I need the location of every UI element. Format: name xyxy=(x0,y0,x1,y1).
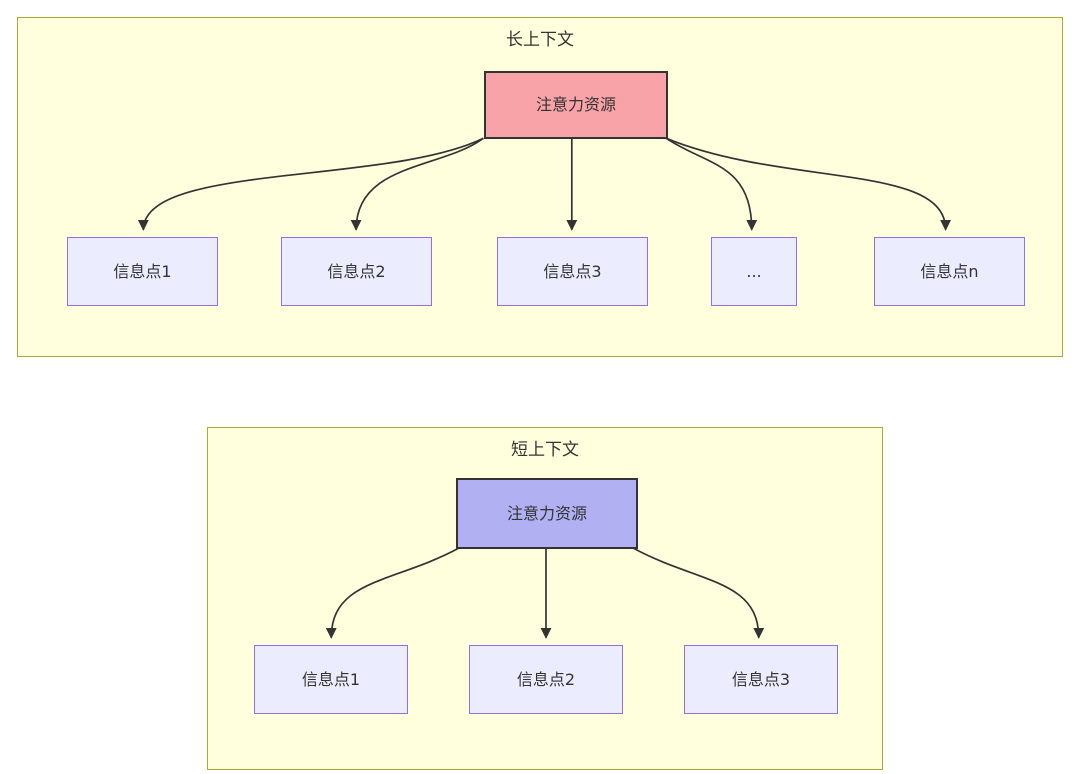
info-node-short-2: 信息点2 xyxy=(469,645,623,714)
arrow-attention-to-info1 xyxy=(325,547,459,639)
arrow-attention-to-info5 xyxy=(665,137,952,231)
panel-long-context-title: 长上下文 xyxy=(506,30,574,50)
panel-short-context-title: 短上下文 xyxy=(511,440,579,460)
info-node-long-ellipsis: ... xyxy=(711,237,797,306)
attention-node-short: 注意力资源 xyxy=(456,478,638,549)
info-node-short-1: 信息点1 xyxy=(254,645,408,714)
info-node-long-3: 信息点3 xyxy=(497,237,648,306)
info-node-long-n: 信息点n xyxy=(874,237,1025,306)
arrow-attention-to-info3 xyxy=(633,547,765,639)
arrow-attention-to-info1 xyxy=(137,137,484,231)
arrow-attention-to-info2 xyxy=(350,137,484,231)
panel-long-context: 长上下文 注意力资源 信息点1 信息点2 信息点3 ... 信息点n xyxy=(17,17,1063,357)
arrow-attention-to-info4 xyxy=(665,137,758,231)
info-node-long-2: 信息点2 xyxy=(281,237,432,306)
info-node-long-1: 信息点1 xyxy=(67,237,218,306)
panel-short-context: 短上下文 注意力资源 信息点1 信息点2 信息点3 xyxy=(207,427,883,770)
info-node-short-3: 信息点3 xyxy=(684,645,838,714)
attention-node-long: 注意力资源 xyxy=(484,71,668,139)
